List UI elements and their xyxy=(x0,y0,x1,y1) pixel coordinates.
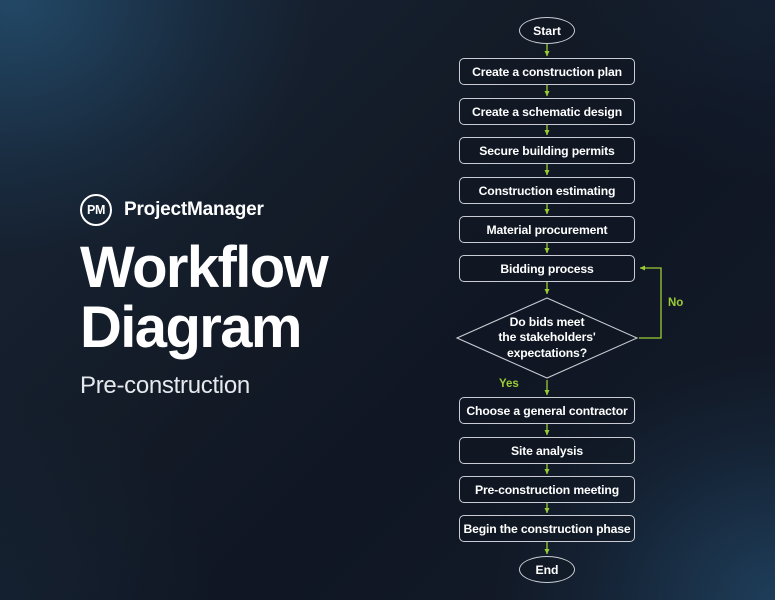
node-create-plan[interactable]: Create a construction plan xyxy=(459,58,635,85)
node-construction-estimating[interactable]: Construction estimating xyxy=(459,177,635,204)
page-title: Workflow Diagram xyxy=(80,235,329,360)
title-line-1: Workflow xyxy=(80,235,329,300)
node-building-permits[interactable]: Secure building permits xyxy=(459,137,635,164)
edge-label-no: No xyxy=(668,297,684,309)
node-material-procurement[interactable]: Material procurement xyxy=(459,216,635,243)
node-choose-contractor[interactable]: Choose a general contractor xyxy=(459,397,635,424)
edge-no-loop xyxy=(639,265,662,339)
node-start[interactable]: Start xyxy=(519,17,575,44)
brand-name: ProjectManager xyxy=(124,199,264,220)
node-bidding-process[interactable]: Bidding process xyxy=(459,255,635,282)
node-site-analysis[interactable]: Site analysis xyxy=(459,437,635,464)
node-preconstruction-meeting[interactable]: Pre-construction meeting xyxy=(459,476,635,503)
node-begin-construction[interactable]: Begin the construction phase xyxy=(459,515,635,542)
node-end[interactable]: End xyxy=(519,556,575,583)
brand-row: PM ProjectManager xyxy=(80,194,264,226)
pm-circle-logo-icon: PM xyxy=(80,194,112,226)
logo-text: PM xyxy=(87,202,105,217)
page-subtitle: Pre-construction xyxy=(80,372,250,399)
diamond-shape-icon xyxy=(455,297,639,379)
node-schematic-design[interactable]: Create a schematic design xyxy=(459,98,635,125)
edge-label-yes: Yes xyxy=(499,378,519,390)
title-line-2: Diagram xyxy=(80,294,302,360)
node-decision-bids[interactable]: Do bids meet the stakeholders' expectati… xyxy=(455,296,639,380)
node-decision-label: Do bids meet the stakeholders' expectati… xyxy=(498,314,596,360)
